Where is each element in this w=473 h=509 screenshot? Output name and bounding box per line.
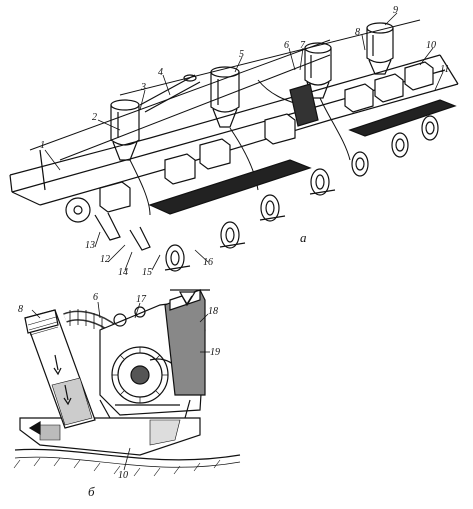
callout-7: 7 — [300, 40, 306, 51]
subfigure-label-a: а — [300, 230, 307, 245]
callout-8-detail: 8 — [18, 304, 23, 315]
callout-11: 11 — [440, 64, 449, 75]
callout-2: 2 — [92, 112, 97, 123]
callout-13: 13 — [85, 240, 95, 251]
bottom-leader-lines — [31, 301, 210, 471]
seed-hopper — [164, 289, 210, 396]
hitch-arm — [139, 74, 201, 113]
callout-12: 12 — [100, 254, 110, 265]
callout-6: 6 — [284, 40, 289, 51]
hopper-2 — [210, 66, 240, 128]
seeder-machine-drawing — [9, 12, 459, 272]
callout-4: 4 — [158, 67, 163, 78]
callout-17: 17 — [136, 294, 147, 305]
hopper-1 — [110, 99, 140, 161]
bottom-callouts: 6 8 17 18 19 10 б — [18, 292, 220, 499]
left-opener-assembly — [39, 149, 151, 251]
callout-9: 9 — [393, 5, 398, 16]
fertilizer-boxes — [99, 61, 434, 213]
callout-14: 14 — [118, 267, 128, 278]
seed-tube-inclined — [24, 309, 96, 429]
callout-6-detail: 6 — [93, 292, 98, 303]
callout-10: 10 — [426, 40, 436, 51]
seed-disc — [111, 346, 182, 404]
top-callouts: 1 2 3 4 5 6 7 8 9 10 11 12 13 14 15 16 а — [40, 5, 449, 278]
tie-rods — [29, 19, 421, 161]
housing-bracket — [99, 399, 191, 419]
press-boards — [148, 83, 457, 215]
callout-8: 8 — [355, 27, 360, 38]
callout-3: 3 — [140, 82, 146, 93]
callout-15: 15 — [142, 267, 152, 278]
callout-16: 16 — [203, 257, 213, 268]
packer-wheels — [164, 115, 439, 272]
hopper-4 — [366, 22, 394, 75]
leader-lines — [44, 12, 444, 271]
callout-18: 18 — [208, 306, 218, 317]
callout-19: 19 — [210, 347, 220, 358]
ground — [13, 448, 241, 477]
callout-5: 5 — [239, 49, 244, 60]
metering-section-drawing — [13, 289, 241, 477]
subfigure-label-b: б — [88, 484, 95, 499]
callout-10-detail: 10 — [118, 470, 128, 481]
callout-1: 1 — [40, 140, 45, 151]
